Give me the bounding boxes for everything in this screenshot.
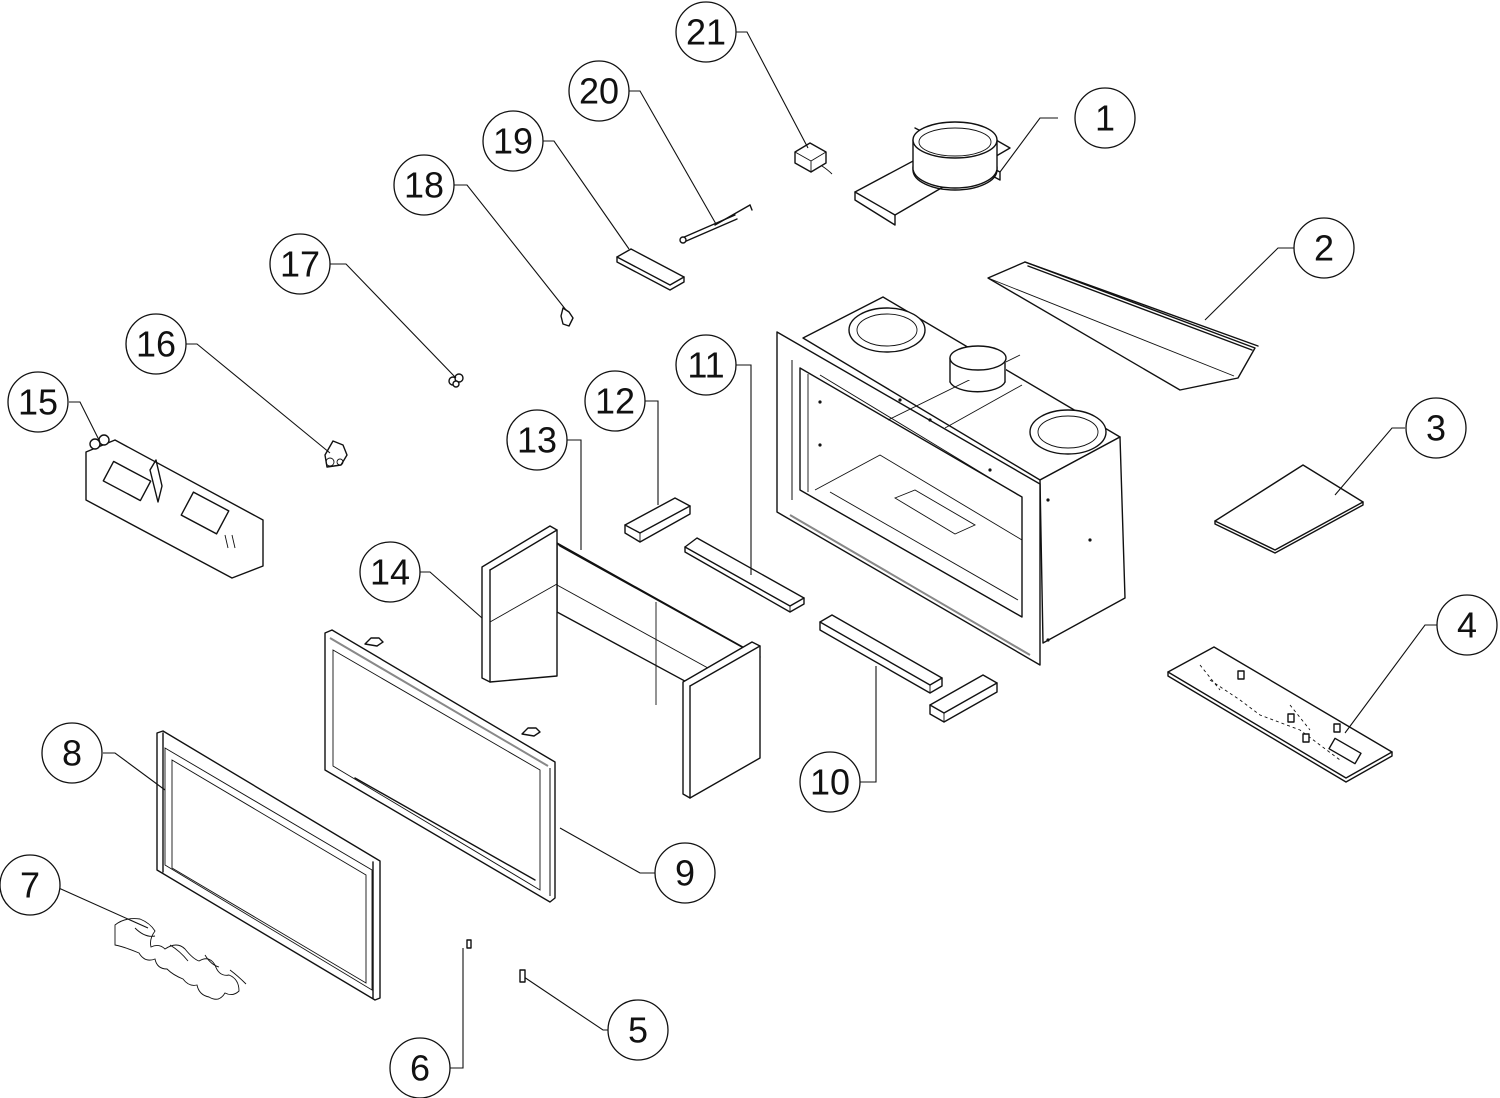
callout-11-label: 11 bbox=[687, 345, 724, 386]
callout-3-label: 3 bbox=[1426, 408, 1446, 449]
callout-10-label: 10 bbox=[810, 762, 850, 803]
part-9-glass-door-frame bbox=[324, 629, 556, 903]
callout-1: 1 bbox=[1074, 87, 1136, 149]
callout-14: 14 bbox=[359, 541, 421, 603]
callout-15: 15 bbox=[7, 371, 69, 433]
part-16-pilot-assembly bbox=[324, 440, 348, 468]
part-15-control-assembly bbox=[85, 434, 264, 579]
part-10-bottom-log-bar bbox=[819, 614, 943, 694]
callout-21: 21 bbox=[675, 1, 737, 63]
callout-2-label: 2 bbox=[1314, 228, 1334, 269]
callout-13-label: 13 bbox=[517, 420, 557, 461]
callout-7-label: 7 bbox=[20, 865, 40, 906]
part-7-ember-set bbox=[114, 918, 247, 1000]
callout-15-label: 15 bbox=[18, 382, 58, 423]
callout-19: 19 bbox=[482, 110, 544, 172]
callout-10: 10 bbox=[799, 751, 861, 813]
callout-4-label: 4 bbox=[1457, 605, 1477, 646]
part-18-bracket bbox=[560, 307, 574, 327]
callout-21-label: 21 bbox=[686, 12, 726, 53]
part-11-log-bar bbox=[684, 537, 805, 613]
callout-9: 9 bbox=[654, 842, 716, 904]
callout-12: 12 bbox=[584, 370, 646, 432]
callout-5-label: 5 bbox=[628, 1010, 648, 1051]
callout-17: 17 bbox=[269, 233, 331, 295]
part-20-igniter-rod bbox=[679, 204, 753, 244]
callout-11: 11 bbox=[675, 334, 737, 396]
part-12-short-block bbox=[624, 497, 691, 543]
part-6-clip bbox=[466, 939, 472, 949]
callout-17-label: 17 bbox=[280, 244, 320, 285]
callout-6: 6 bbox=[389, 1037, 451, 1098]
part-4-burner-tray bbox=[1167, 646, 1393, 783]
callout-14-label: 14 bbox=[370, 552, 410, 593]
part-8-outer-front-frame bbox=[156, 730, 381, 1001]
part-5-clip bbox=[519, 969, 526, 983]
callout-18: 18 bbox=[393, 154, 455, 216]
callout-9-label: 9 bbox=[675, 853, 695, 894]
part-17-fitting bbox=[448, 373, 464, 388]
callout-1-label: 1 bbox=[1095, 98, 1115, 139]
callout-5: 5 bbox=[607, 999, 669, 1061]
part-3-flat-plate bbox=[1214, 464, 1364, 554]
callout-16: 16 bbox=[125, 313, 187, 375]
part-19-insulation-pad bbox=[616, 248, 685, 291]
part-21-junction-box bbox=[794, 142, 833, 175]
callout-8: 8 bbox=[41, 722, 103, 784]
callout-4: 4 bbox=[1436, 594, 1498, 656]
callout-20-label: 20 bbox=[579, 71, 619, 112]
callout-8-label: 8 bbox=[62, 733, 82, 774]
callout-3: 3 bbox=[1405, 397, 1467, 459]
bottom-short-block bbox=[929, 674, 998, 723]
callout-7: 7 bbox=[0, 854, 61, 916]
part-2-deflector-hood bbox=[987, 261, 1259, 391]
callout-19-label: 19 bbox=[493, 121, 533, 162]
leader-lines bbox=[44, 31, 1440, 1069]
right-side-panel bbox=[682, 641, 761, 799]
callout-6-label: 6 bbox=[410, 1048, 430, 1089]
firebox-body bbox=[776, 296, 1126, 666]
callout-20: 20 bbox=[568, 60, 630, 122]
callout-18-label: 18 bbox=[404, 165, 444, 206]
callout-12-label: 12 bbox=[595, 381, 635, 422]
callout-2: 2 bbox=[1293, 217, 1355, 279]
part-1-vent-collar-plate bbox=[854, 121, 1011, 226]
callout-16-label: 16 bbox=[136, 324, 176, 365]
callout-13: 13 bbox=[506, 409, 568, 471]
part-14-side-panel bbox=[481, 525, 558, 683]
